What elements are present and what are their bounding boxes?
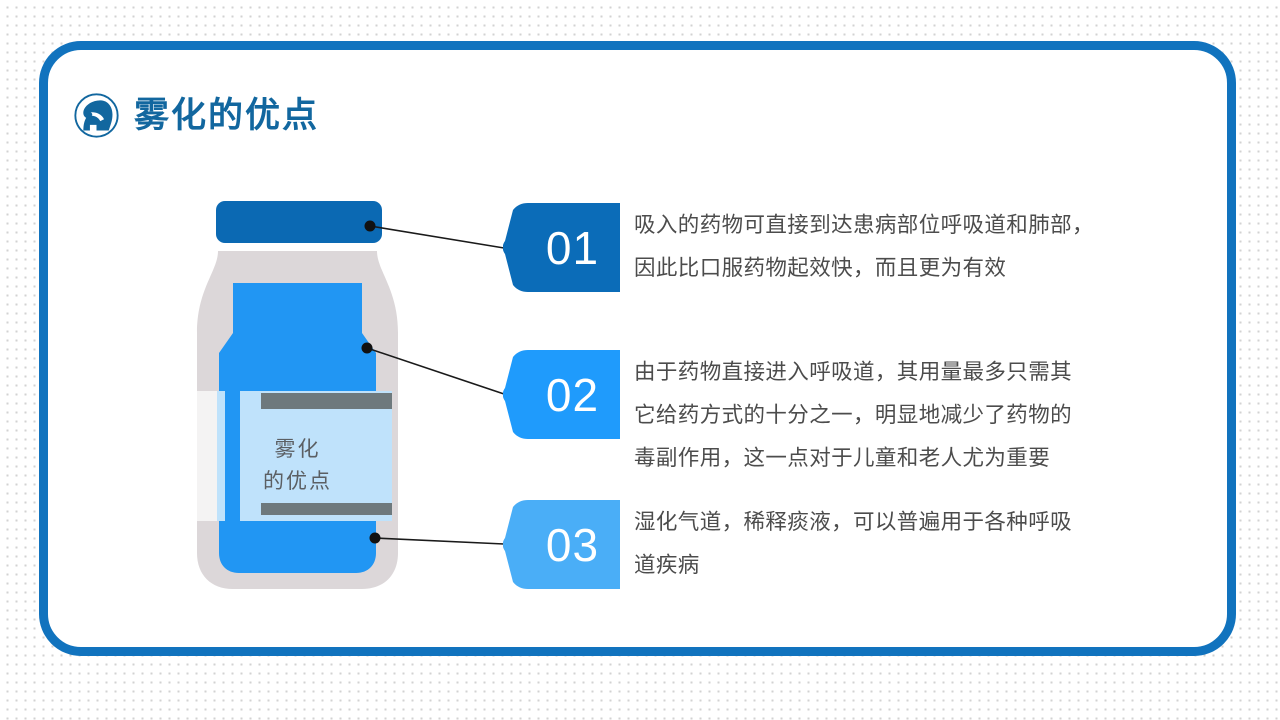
bottle-glass-highlight xyxy=(197,391,217,521)
bullet-text-03: 湿化气道，稀释痰液，可以普遍用于各种呼吸 道疾病 xyxy=(634,510,1073,578)
bullet-text-02: 由于药物直接进入呼吸道，其用量最多只需其 它给药方式的十分之一，明显地减少了药物… xyxy=(634,360,1073,471)
bullet-item-02: 02 由于药物直接进入呼吸道，其用量最多只需其 它给药方式的十分之一，明显地减少… xyxy=(503,350,1072,480)
badge-03: 03 xyxy=(503,500,620,589)
bottle-label-bar-top xyxy=(261,393,392,409)
bottle-cap xyxy=(216,201,382,243)
medicine-bottle-illustration: 雾化 的优点 xyxy=(175,193,420,598)
badge-number-02: 02 xyxy=(545,368,600,421)
bottle-label-blue-stripe xyxy=(225,383,240,528)
bullet-text-01: 吸入的药物可直接到达患病部位呼吸道和肺部， 因此比口服药物起效快，而且更为有效 xyxy=(634,213,1094,281)
badge-number-01: 01 xyxy=(545,221,600,274)
badge-01: 01 xyxy=(503,203,620,292)
bullet-item-03: 03 湿化气道，稀释痰液，可以普遍用于各种呼吸 道疾病 xyxy=(503,500,1072,589)
bullet-item-01: 01 吸入的药物可直接到达患病部位呼吸道和肺部， 因此比口服药物起效快，而且更为… xyxy=(503,203,1094,292)
page-title: 雾化的优点 xyxy=(134,95,320,136)
slide-header: 雾化的优点 xyxy=(73,92,319,139)
nebulizer-head-icon xyxy=(73,92,120,139)
badge-number-03: 03 xyxy=(545,518,600,571)
bottle-label-panel xyxy=(217,391,392,521)
bottle-label-bar-bottom xyxy=(261,503,392,515)
badge-02: 02 xyxy=(503,350,620,439)
